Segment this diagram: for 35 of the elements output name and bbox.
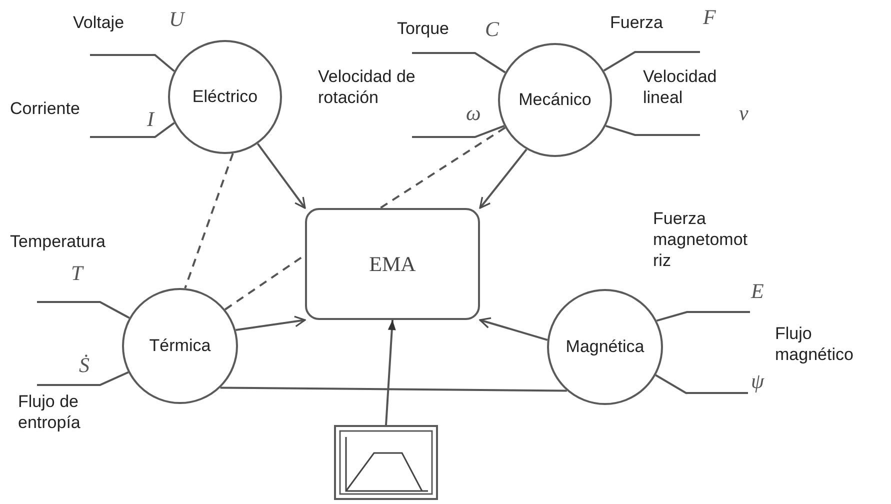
port-line — [412, 124, 505, 138]
node-label: Eléctrico — [192, 87, 258, 107]
quantity-label: Fuerza magnetomot riz — [653, 208, 748, 271]
quantity-label: Flujo de entropía — [18, 391, 82, 433]
node-label: Mecánico — [518, 90, 592, 110]
port-line — [412, 52, 506, 74]
port-line — [37, 371, 129, 386]
node-label: Térmica — [149, 336, 211, 356]
quantity-label: Torque — [397, 18, 449, 39]
arrow — [256, 143, 306, 209]
connector-line — [184, 153, 234, 289]
arrow — [479, 148, 528, 209]
arrow — [236, 316, 306, 331]
quantity-label: Velocidad de rotación — [318, 66, 416, 108]
port-line — [37, 301, 130, 319]
quantity-label: Corriente — [10, 98, 80, 119]
node-label: Magnética — [566, 337, 644, 357]
port-line — [603, 51, 700, 72]
quantity-label: Velocidad lineal — [643, 66, 718, 108]
quantity-label: Fuerza — [610, 12, 663, 33]
port-line — [606, 124, 700, 136]
quantity-label: Voltaje — [73, 12, 124, 33]
quantity-label: Temperatura — [10, 231, 106, 252]
node-label: EMA — [369, 252, 416, 276]
arrow — [479, 317, 548, 341]
connector-line — [380, 126, 506, 209]
connector-line — [220, 386, 567, 392]
port-line — [656, 311, 750, 322]
arrow — [385, 320, 396, 426]
quantity-label: Flujo magnético — [775, 323, 854, 365]
process-box — [305, 208, 480, 320]
port-line — [90, 54, 175, 72]
port-line — [90, 122, 175, 138]
velocity-profile-drawing — [334, 425, 438, 500]
port-line — [655, 374, 748, 394]
